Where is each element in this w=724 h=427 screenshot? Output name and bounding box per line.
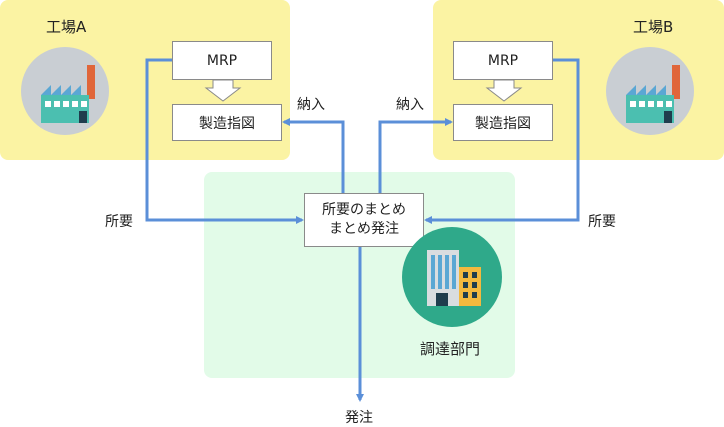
delivery-left-label: 納入: [297, 97, 325, 113]
factory-a-icon-circle: [21, 47, 109, 135]
consolidation-line2: まとめ発注: [329, 221, 399, 237]
factory-b-mrp-down-arrow: [485, 79, 523, 102]
factory-b-title: 工場B: [633, 18, 674, 36]
delivery-right-label: 納入: [396, 97, 424, 113]
consolidation-line1: 所要のまとめ: [322, 202, 406, 218]
factory-a-title: 工場A: [46, 18, 87, 36]
order-label: 発注: [345, 410, 373, 426]
factory-a-instruction-box: 製造指図: [172, 104, 282, 141]
requirement-right-arrow: [424, 58, 580, 224]
factory-a-mrp-down-arrow: [204, 79, 242, 102]
factory-b-icon-circle: [606, 47, 694, 135]
factory-b-mrp-box: MRP: [453, 41, 553, 80]
delivery-left-arrow: [282, 118, 345, 193]
department-label: 調達部門: [420, 340, 481, 358]
factory-icon: [626, 65, 680, 123]
requirement-left-arrow: [145, 58, 304, 224]
office-building-icon: [427, 250, 481, 306]
requirement-right-label: 所要: [588, 214, 616, 230]
delivery-right-arrow: [378, 118, 453, 193]
factory-icon: [41, 65, 95, 123]
consolidation-box: 所要のまとめ まとめ発注: [304, 193, 424, 247]
factory-b-instruction-box: 製造指図: [453, 104, 553, 141]
department-icon-circle: [402, 227, 502, 327]
requirement-left-label: 所要: [105, 214, 133, 230]
